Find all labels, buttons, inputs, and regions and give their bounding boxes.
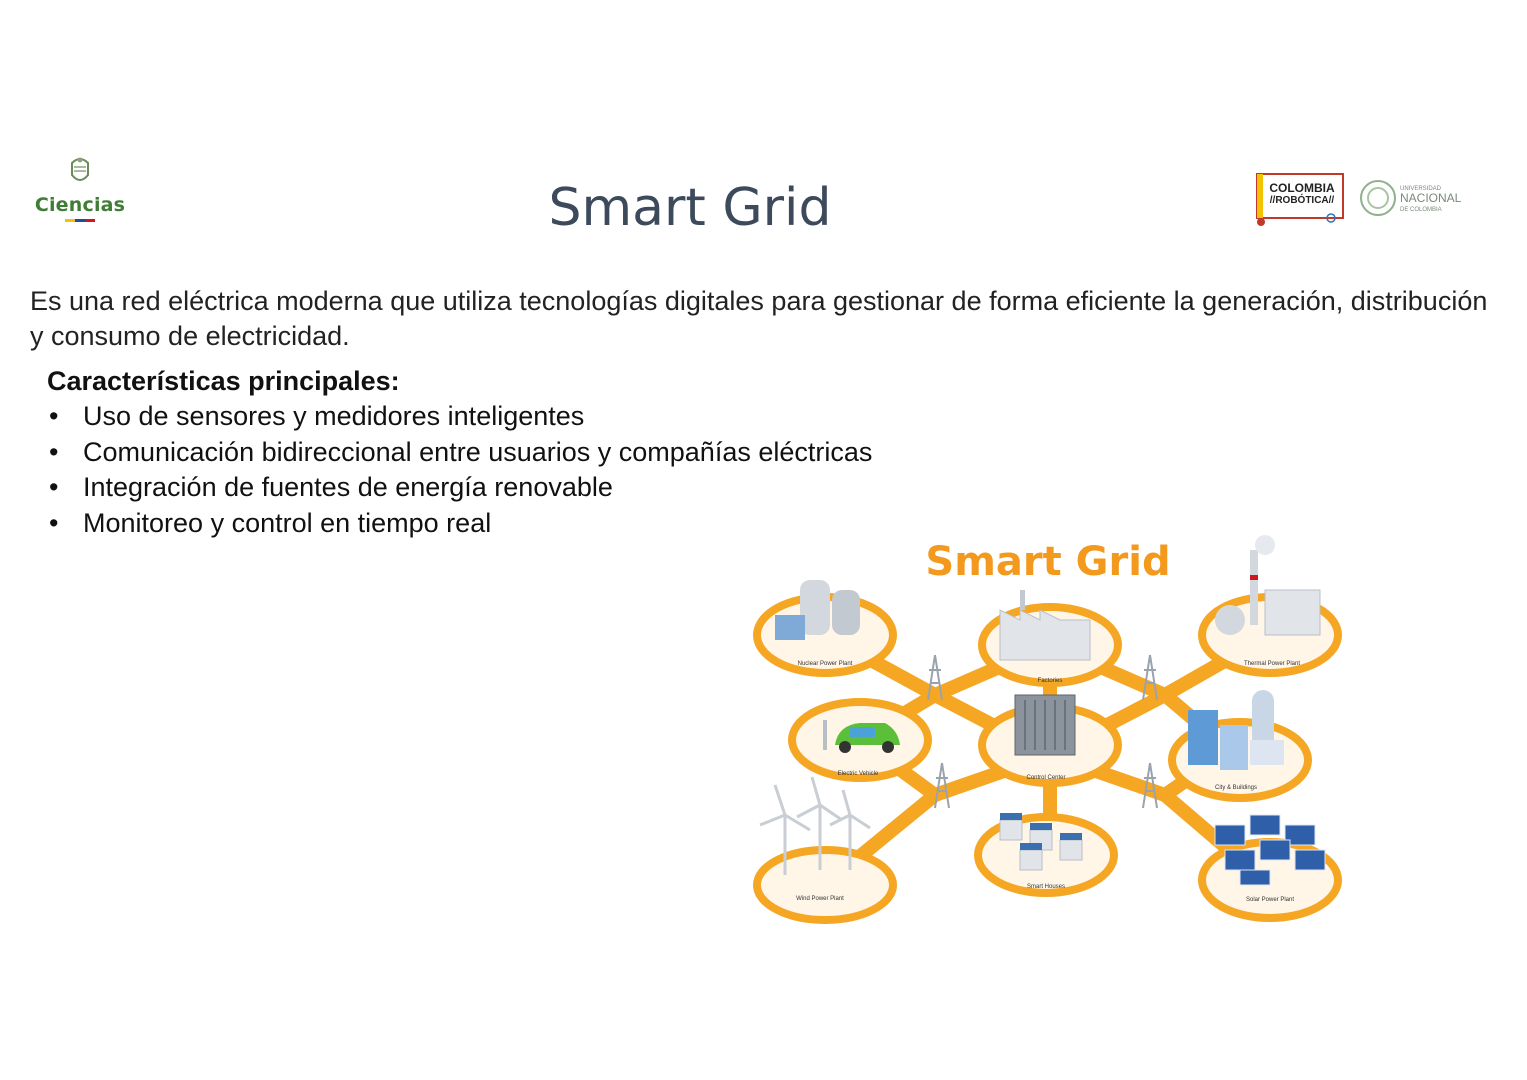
node-label: Electric Vehicle [838, 771, 879, 777]
colombia-robotica-line1: COLOMBIA [1269, 181, 1335, 195]
node-solar: Solar Power Plant [1198, 814, 1342, 922]
node-factories: Factories [978, 590, 1122, 687]
node-label: Wind Power Plant [796, 896, 844, 902]
page-title: Smart Grid [548, 178, 832, 238]
node-label: Control Center [1026, 775, 1065, 781]
node-control-center: Control Center [978, 694, 1122, 787]
un-line3: DE COLOMBIA [1400, 207, 1442, 213]
illustration-title: Smart Grid [925, 539, 1170, 585]
un-line2: NACIONAL [1400, 191, 1462, 205]
list-item: •Comunicación bidireccional entre usuari… [49, 436, 873, 467]
feature-text: Comunicación bidireccional entre usuario… [83, 436, 873, 467]
node-label: Factories [1038, 678, 1063, 684]
node-wind: Wind Power Plant [753, 776, 897, 924]
smart-grid-illustration: Nuclear Power Plant Factories Thermal Po… [720, 495, 1370, 925]
node-city-buildings: City & Buildings [1168, 690, 1312, 802]
ciencias-logo: Ciencias [30, 155, 130, 225]
node-label: Thermal Power Plant [1244, 661, 1300, 667]
features-heading: Características principales: [47, 366, 400, 396]
un-line1: UNIVERSIDAD [1400, 186, 1442, 192]
node-electric-vehicle: Electric Vehicle [788, 698, 932, 782]
node-label: Nuclear Power Plant [798, 661, 853, 667]
list-item: •Monitoreo y control en tiempo real [49, 507, 492, 538]
node-thermal: Thermal Power Plant [1198, 535, 1342, 677]
node-nuclear: Nuclear Power Plant [753, 580, 897, 677]
list-item: •Uso de sensores y medidores inteligente… [49, 401, 585, 431]
features-list: •Uso de sensores y medidores inteligente… [47, 399, 872, 541]
feature-text: Uso de sensores y medidores inteligentes [83, 401, 585, 431]
node-smart-houses: Smart Houses [974, 813, 1118, 897]
node-label: City & Buildings [1215, 785, 1257, 791]
tricolor-bar [65, 219, 95, 222]
node-label: Smart Houses [1027, 884, 1065, 890]
node-label: Solar Power Plant [1246, 897, 1294, 903]
universidad-nacional-logo: UNIVERSIDAD NACIONAL DE COLOMBIA [1360, 174, 1470, 224]
ciencias-logo-text: Ciencias [34, 194, 126, 216]
list-item: •Integración de fuentes de energía renov… [49, 472, 613, 502]
intro-paragraph: Es una red eléctrica moderna que utiliza… [30, 286, 1488, 351]
feature-text: Monitoreo y control en tiempo real [83, 507, 492, 538]
feature-text: Integración de fuentes de energía renova… [83, 472, 613, 502]
colombia-robotica-logo: COLOMBIA //ROBÓTICA// [1255, 172, 1345, 228]
colombia-robotica-line2: //ROBÓTICA// [1270, 193, 1335, 206]
coat-of-arms-icon [71, 157, 89, 181]
